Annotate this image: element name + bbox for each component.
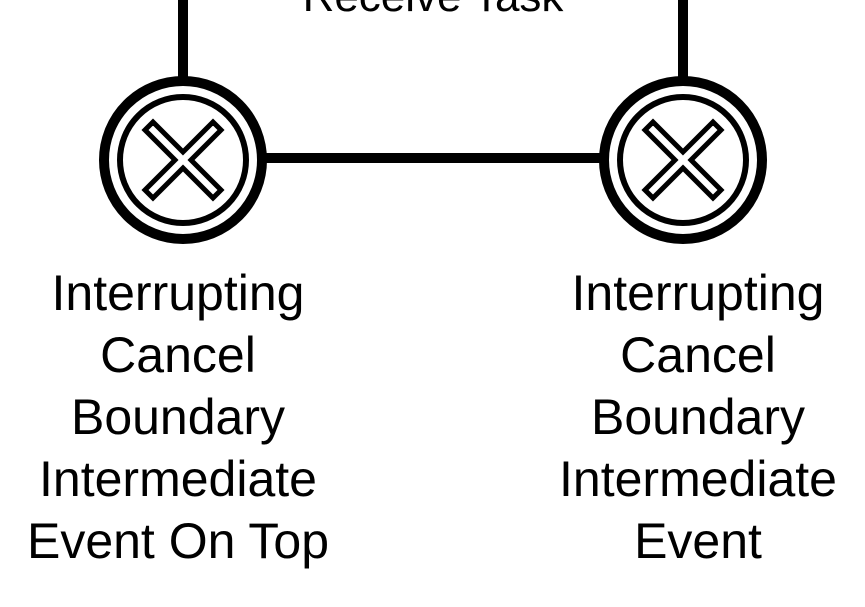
event-label-line: Interrupting [51,265,305,321]
event-label-line: Event On Top [26,513,330,569]
cancel-x-icon [141,118,225,202]
receive-task-label: Receive Task [233,0,633,22]
receive-task-box[interactable] [178,0,688,78]
event-label-line: Cancel [100,327,256,383]
event-label-line: Cancel [620,327,776,383]
cancel-boundary-event-right[interactable] [599,76,767,244]
cancel-boundary-event-left[interactable] [99,76,267,244]
event-label-line: Interrupting [571,265,825,321]
event-label-line: Intermediate [559,451,837,507]
event-label-line: Intermediate [39,451,317,507]
event-label-line: Boundary [590,389,806,445]
event-label-line: Boundary [70,389,286,445]
event-label-line: Event [634,513,762,569]
event-label-right: Interrupting Cancel Boundary Intermediat… [528,262,865,572]
event-label-left: Interrupting Cancel Boundary Intermediat… [8,262,348,572]
cancel-x-icon [641,118,725,202]
